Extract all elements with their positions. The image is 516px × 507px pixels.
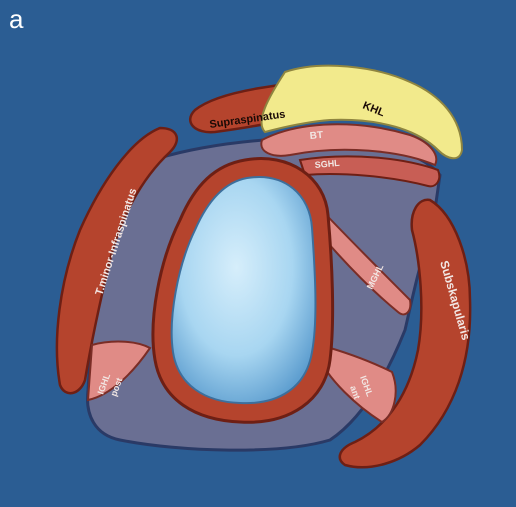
label-bt: BT — [309, 130, 323, 142]
